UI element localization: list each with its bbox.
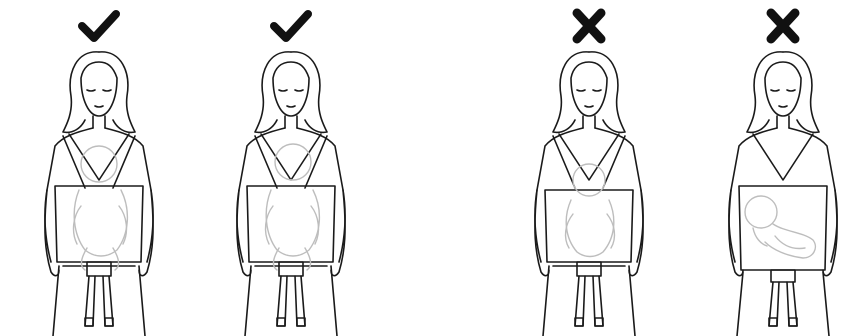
carrier-figure-4-incorrect	[713, 0, 853, 336]
wearer-with-baby-illustration	[519, 0, 659, 336]
carrier-figure-1-correct	[29, 0, 169, 336]
carrier-figure-3-incorrect	[519, 0, 659, 336]
wearer-with-baby-illustration	[713, 0, 853, 336]
wearer-with-baby-illustration	[221, 0, 361, 336]
wearer-with-baby-illustration	[29, 0, 169, 336]
carrier-figure-2-correct	[221, 0, 361, 336]
